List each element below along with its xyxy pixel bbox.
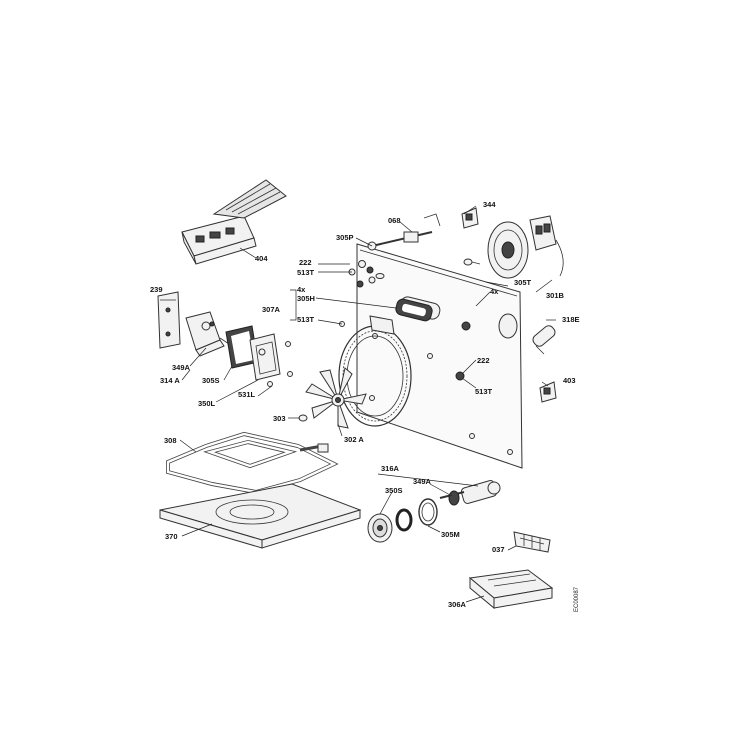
- tray-370: [159, 483, 362, 549]
- bracket-344: [461, 207, 479, 229]
- lamp-housing-239: [157, 291, 181, 349]
- thermostat-316A: [439, 480, 501, 504]
- label-222-top: 222: [299, 258, 312, 267]
- part-labels: 404 068 344 305P 222 513T 4x 305H 307A 5…: [150, 200, 580, 612]
- label-305H: 305H: [297, 294, 315, 303]
- leader-lines: [160, 205, 556, 603]
- fan-blade: [305, 367, 367, 429]
- label-305T: 305T: [514, 278, 532, 287]
- clip-403: [539, 381, 557, 403]
- label-305P: 305P: [336, 233, 354, 242]
- label-370: 370: [165, 532, 178, 541]
- label-531L: 531L: [238, 390, 256, 399]
- hinge-037: [513, 531, 551, 553]
- label-305S: 305S: [202, 376, 220, 385]
- label-4x-right: 4x: [490, 287, 499, 296]
- label-306A: 306A: [448, 600, 467, 609]
- label-222-right: 222: [477, 356, 490, 365]
- label-037: 037: [492, 545, 505, 554]
- switch-assembly-068: [367, 213, 441, 251]
- label-403: 403: [563, 376, 576, 385]
- label-513T-right: 513T: [475, 387, 493, 396]
- label-303: 303: [273, 414, 286, 423]
- lamp-318E: [532, 325, 556, 355]
- label-349A-left: 349A: [172, 363, 191, 372]
- drawing-code: EC00087: [574, 586, 580, 612]
- label-314A: 314 A: [160, 376, 180, 385]
- label-308: 308: [164, 436, 177, 445]
- heating-element-308: [166, 431, 339, 495]
- nut-303: [298, 414, 308, 422]
- screws-cluster-top: [348, 260, 385, 288]
- label-301B: 301B: [546, 291, 565, 300]
- glass-cover-350L: [249, 333, 281, 381]
- label-404: 404: [255, 254, 268, 263]
- label-302A: 302 A: [344, 435, 364, 444]
- label-239: 239: [150, 285, 163, 294]
- seal-349A: [448, 490, 460, 506]
- label-305M: 305M: [441, 530, 460, 539]
- lamp-holder-349A: [185, 311, 233, 357]
- label-513T-top: 513T: [297, 268, 315, 277]
- control-box-404: [181, 179, 287, 265]
- rings-305M: [395, 498, 438, 532]
- motor-301B: [487, 215, 564, 279]
- label-068: 068: [388, 216, 401, 225]
- label-350L: 350L: [198, 399, 216, 408]
- label-318E: 318E: [562, 315, 580, 324]
- screw-305T: [463, 258, 481, 266]
- gasket-305H: [395, 298, 433, 322]
- label-4x-left: 4x: [297, 285, 306, 294]
- label-316A: 316A: [381, 464, 400, 473]
- label-307A: 307A: [262, 305, 281, 314]
- knob-350S: [367, 513, 393, 543]
- label-349A-right: 349A: [413, 477, 432, 486]
- label-513T-mid: 513T: [297, 315, 315, 324]
- screws-531L: [267, 341, 293, 387]
- label-350S: 350S: [385, 486, 403, 495]
- label-344: 344: [483, 200, 496, 209]
- handle-306A: [468, 569, 554, 610]
